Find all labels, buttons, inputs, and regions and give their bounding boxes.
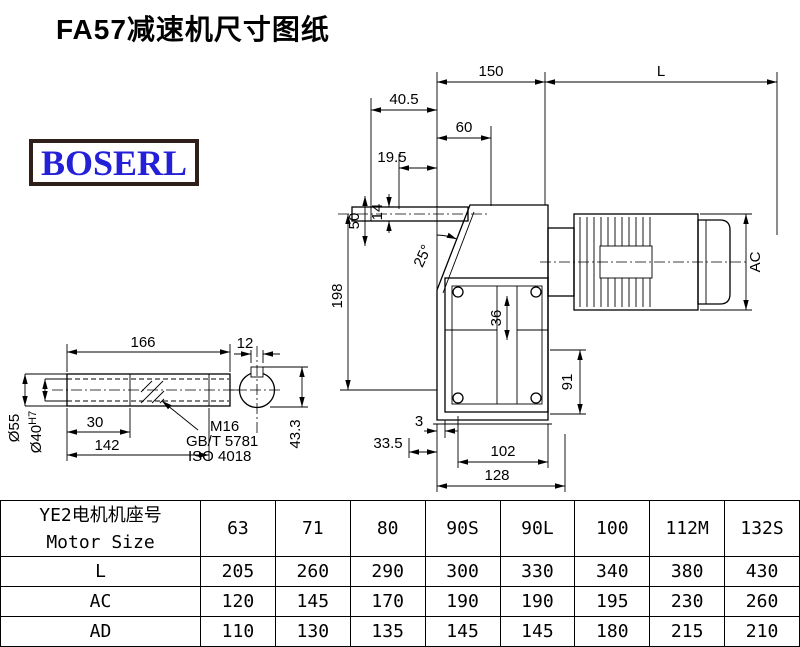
table-col-header: 90S xyxy=(424,500,501,557)
table-cell: 290 xyxy=(349,556,426,587)
table-cell: 230 xyxy=(649,586,726,617)
dim-50: 50 xyxy=(346,213,363,230)
dim-128: 128 xyxy=(484,467,509,484)
table-col-header: 132S xyxy=(724,500,800,557)
table-col-header: 100 xyxy=(574,500,651,557)
table-header-motor-size: YE2电机机座号 Motor Size xyxy=(0,500,201,557)
table-row-L: L 205 260 290 300 330 340 380 430 xyxy=(0,556,800,587)
table-row-label: L xyxy=(0,556,201,587)
dim-60: 60 xyxy=(456,119,473,136)
table-cell: 330 xyxy=(499,556,576,587)
dim-36: 36 xyxy=(488,310,505,327)
top-dimensions: 150 L 40.5 60 19.5 xyxy=(370,63,778,290)
motor xyxy=(540,213,746,311)
table-cell: 110 xyxy=(200,616,276,647)
dim-diam-40h7: Ø40H7 xyxy=(27,411,45,453)
table-cell: 120 xyxy=(200,586,276,617)
dim-14: 14 xyxy=(369,204,386,221)
table-cell: 190 xyxy=(424,586,501,617)
table-cell: 190 xyxy=(499,586,576,617)
table-col-header: 90L xyxy=(499,500,576,557)
table-header-line2: Motor Size xyxy=(46,531,155,553)
dim-91-group: 91 xyxy=(550,349,586,415)
table-cell: 130 xyxy=(274,616,351,647)
table-row-label: AC xyxy=(0,586,201,617)
dim-102: 102 xyxy=(490,443,515,460)
table-cell: 430 xyxy=(724,556,800,587)
dim-166: 166 xyxy=(130,334,155,351)
label-gbt-5781: GB/T 5781 xyxy=(186,433,258,450)
table-row-AC: AC 120 145 170 190 190 195 230 260 xyxy=(0,586,800,617)
table-row-label: AD xyxy=(0,616,201,647)
table-cell: 145 xyxy=(424,616,501,647)
table-cell: 170 xyxy=(349,586,426,617)
input-shaft: 14 50 25° xyxy=(338,194,487,270)
dim-diam-55: Ø55 xyxy=(6,414,23,442)
table-cell: 195 xyxy=(574,586,651,617)
table-cell: 145 xyxy=(499,616,576,647)
boserl-logo-text: BOSERL xyxy=(40,142,188,183)
technical-drawing: 150 L 40.5 60 19.5 14 50 25° 198 xyxy=(6,63,778,492)
table-cell: 300 xyxy=(424,556,501,587)
dim-12: 12 xyxy=(237,335,254,352)
label-m16: M16 xyxy=(210,418,239,435)
dim-AC: AC xyxy=(747,251,764,272)
dim-198: 198 xyxy=(329,283,346,308)
dim-ac-group: AC xyxy=(700,213,764,311)
dim-40-5: 40.5 xyxy=(389,91,418,108)
dim-43-3: 43.3 xyxy=(287,419,304,448)
table-header-line1: YE2电机机座号 xyxy=(39,504,162,526)
motor-size-table: YE2电机机座号 Motor Size 63 71 80 90S 90L 100… xyxy=(0,500,800,647)
dim-142: 142 xyxy=(94,437,119,454)
table-col-header: 63 xyxy=(200,500,276,557)
table-cell: 340 xyxy=(574,556,651,587)
dim-91: 91 xyxy=(559,374,576,391)
dim-3: 3 xyxy=(415,413,423,430)
table-col-header: 112M xyxy=(649,500,726,557)
table-cell: 205 xyxy=(200,556,276,587)
table-cell: 180 xyxy=(574,616,651,647)
table-row-AD: AD 110 130 135 145 145 180 215 210 xyxy=(0,616,800,647)
dim-33-5: 33.5 xyxy=(373,435,402,452)
shaft-detail-view: 166 Ø55 Ø40H7 30 142 M16 GB/T 5781 ISO 4… xyxy=(6,334,258,465)
table-cell: 260 xyxy=(274,556,351,587)
page-title: FA57减速机尺寸图纸 xyxy=(56,14,330,45)
table-cell: 380 xyxy=(649,556,726,587)
dim-150: 150 xyxy=(478,63,503,80)
table-cell: 215 xyxy=(649,616,726,647)
table-cell: 210 xyxy=(724,616,800,647)
table-col-header: 71 xyxy=(274,500,351,557)
shaft-section-view: 12 43.3 xyxy=(231,335,308,449)
table-cell: 135 xyxy=(349,616,426,647)
dim-30: 30 xyxy=(87,414,104,431)
table-cell: 145 xyxy=(274,586,351,617)
dim-25deg: 25° xyxy=(410,242,435,270)
table-cell: 260 xyxy=(724,586,800,617)
dim-198-group: 198 xyxy=(329,214,437,391)
gearbox-housing: 36 xyxy=(433,204,552,425)
bottom-dimensions: 3 33.5 102 128 xyxy=(373,413,566,492)
dim-19-5: 19.5 xyxy=(377,149,406,166)
dim-L: L xyxy=(657,63,665,80)
label-iso-4018: ISO 4018 xyxy=(188,448,251,465)
boserl-logo: BOSERL xyxy=(29,139,199,186)
table-col-header: 80 xyxy=(349,500,426,557)
fan-cover xyxy=(697,219,731,305)
